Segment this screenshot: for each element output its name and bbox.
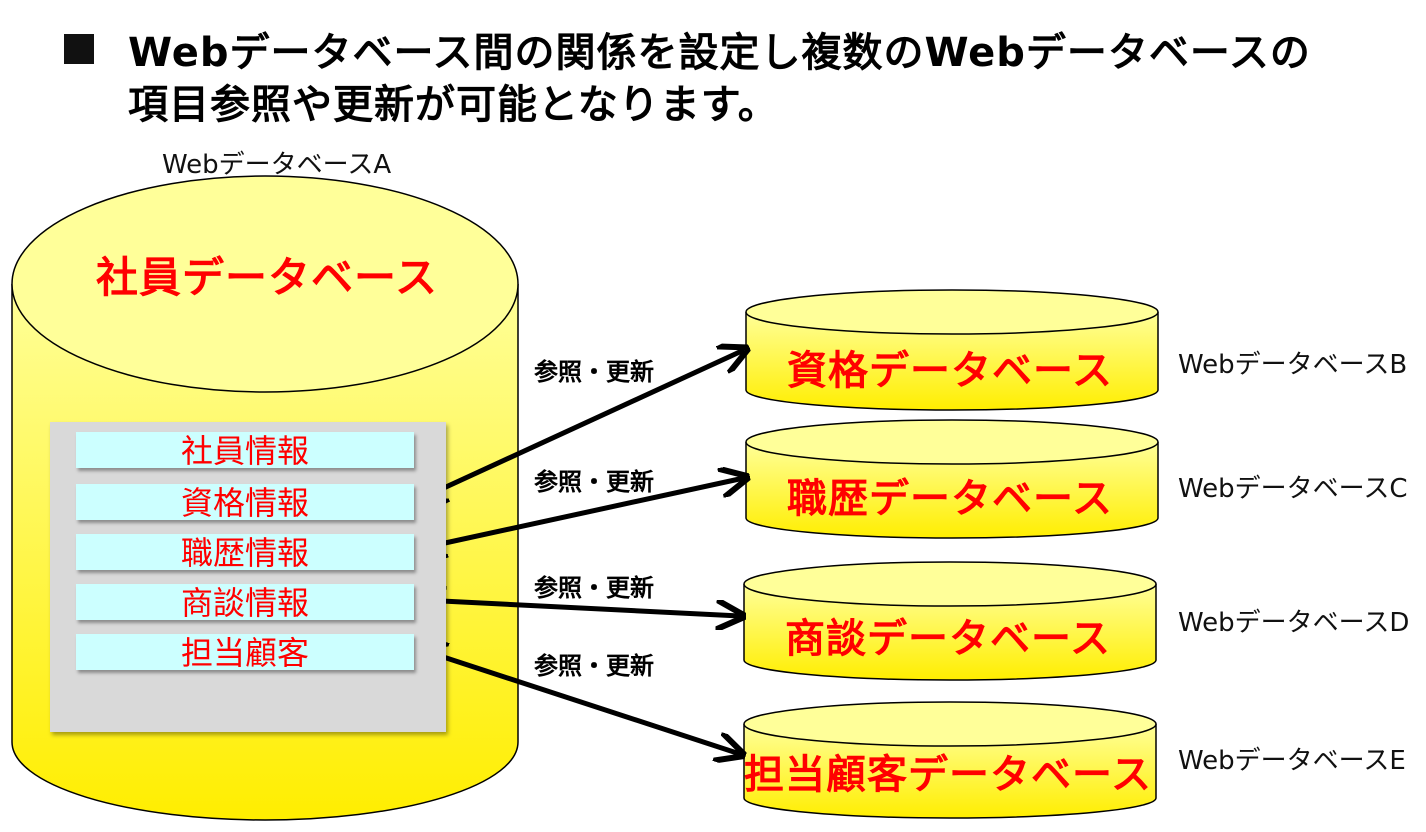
field-qualification-info: 資格情報 [76,484,414,522]
main-db-caption: WebデータベースA [162,150,392,180]
field-customer-info: 担当顧客 [76,634,414,672]
db-d-caption: WebデータベースD [1178,608,1410,638]
field-career-info: 職歴情報 [76,534,414,572]
cylinder-c [745,419,1159,539]
cylinder-d [743,561,1157,681]
db-d-title: 商談データベース [785,616,1111,662]
link-label-e: 参照・更新 [534,652,654,680]
db-b-caption: WebデータベースB [1178,350,1408,380]
link-label-c: 参照・更新 [534,468,654,496]
arrow-c [422,478,744,548]
cylinder-b [745,289,1159,411]
db-e-title: 担当顧客データベース [744,752,1152,798]
heading-line-2: 項目参照や更新が可能となります。 [128,82,779,128]
heading-line-1: Webデータベース間の関係を設定し複数のWebデータベースの [128,30,1311,76]
db-e-caption: WebデータベースE [1178,746,1406,776]
field-employee-info: 社員情報 [76,432,414,470]
arrow-e [422,650,740,754]
link-label-d: 参照・更新 [534,574,654,602]
db-c-caption: WebデータベースC [1178,474,1408,504]
arrow-d [422,600,740,616]
field-negotiation-info: 商談情報 [76,584,414,622]
fields-panel [50,422,446,732]
db-b-title: 資格データベース [787,348,1113,394]
main-db-title: 社員データベース [96,253,438,302]
cylinder-e [743,701,1157,819]
link-label-b: 参照・更新 [534,358,654,386]
db-c-title: 職歴データベース [787,476,1113,522]
bullet-square-icon [64,34,94,64]
